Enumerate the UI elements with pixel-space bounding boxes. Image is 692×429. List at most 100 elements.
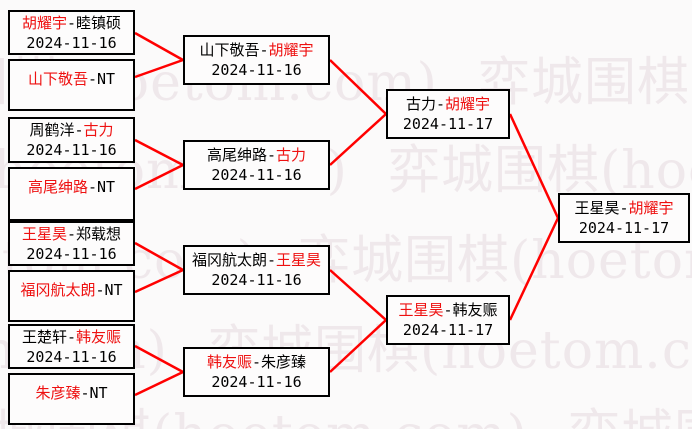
player2-name: 胡耀宇 [628,199,674,217]
player1-name: 朱彦臻 [35,384,81,402]
connector-line [508,113,560,219]
match-date: 2024-11-16 [26,141,117,159]
match-date: 2024-11-17 [402,321,494,339]
match-box-r1m6: 福冈航太朗-NT [8,270,135,322]
player1-name: 王星昊 [21,224,67,243]
player2-name: NT [96,178,116,196]
player2-name: 胡耀宇 [268,41,314,59]
connector-line [134,163,184,191]
match-date: 2024-11-16 [211,271,302,289]
player2-name: 韩友赈 [76,327,122,346]
player1-name: 高尾绅路 [206,146,267,164]
match-box-r1m7: 王楚轩-韩友赈 2024-11-16 [8,324,135,369]
players-separator: - [74,121,84,139]
match-players: 福冈航太朗-王星昊 [192,250,321,270]
connector-line [329,59,387,115]
connector-line [134,344,184,374]
match-box-r2m3: 福冈航太朗-王星昊 2024-11-16 [183,245,330,295]
player2-name: 韩友赈 [452,301,498,319]
match-date: 2024-11-16 [211,373,302,391]
match-box-r2m1: 山下敬吾-胡耀宇 2024-11-16 [183,35,330,85]
player1-name: 高尾绅路 [27,178,88,196]
connector-line [134,31,184,62]
match-box-r3m2: 王星昊-韩友赈 2024-11-17 [386,295,510,345]
match-players: 王星昊-郑载想 [22,224,121,244]
match-box-r2m2: 高尾绅路-古力 2024-11-16 [183,140,330,190]
connector-line [508,217,560,321]
player1-name: 王星昊 [398,301,444,319]
player1-name: 韩友赈 [206,353,252,371]
connector-line [134,138,184,167]
players-separator: - [259,41,269,59]
players-separator: - [95,281,105,299]
match-box-r1m8: 朱彦臻-NT [8,373,135,425]
match-box-r1m4: 高尾绅路-NT [8,167,135,221]
players-separator: - [266,251,277,269]
players-separator: - [66,13,77,32]
match-box-final: 王星昊-胡耀宇 2024-11-17 [558,193,690,243]
match-box-r1m3: 周鹤洋-古力 2024-11-16 [8,117,135,163]
match-players: 高尾绅路-古力 [207,145,306,165]
match-players: 山下敬吾-胡耀宇 [199,40,313,60]
match-date: 2024-11-16 [211,61,302,79]
match-players: 王星昊-韩友赈 [398,300,497,320]
match-date: 2024-11-16 [26,347,117,366]
match-date: 2024-11-16 [211,166,302,184]
connector-line [134,58,184,79]
match-players: 胡耀宇-睦镇硕 [22,13,121,33]
players-separator: - [443,301,453,319]
player2-name: NT [96,70,116,88]
match-players: 王楚轩-韩友赈 [22,327,121,347]
match-players: 周鹤洋-古力 [29,120,113,140]
player2-name: 古力 [276,146,307,164]
player1-name: 周鹤洋 [29,121,75,139]
match-players: 王星昊-胡耀宇 [574,198,673,218]
match-box-r1m2: 山下敬吾-NT [8,59,135,111]
player2-name: 古力 [83,121,114,139]
players-separator: - [66,224,77,243]
connector-line [134,241,184,272]
player1-name: 福冈航太朗 [191,251,267,269]
player1-name: 山下敬吾 [199,41,260,59]
match-players: 古力-胡耀宇 [406,94,490,114]
connector-line [134,268,184,294]
match-players: 福冈航太朗-NT [20,280,122,300]
connector-line [329,269,387,321]
players-separator: - [266,146,277,164]
player2-name: 朱彦臻 [261,353,307,371]
players-separator: - [66,327,77,346]
player2-name: NT [104,281,123,299]
players-separator: - [87,178,97,196]
match-date: 2024-11-17 [402,115,494,133]
players-separator: - [87,70,97,88]
player2-name: 胡耀宇 [445,95,491,113]
match-players: 韩友赈-朱彦臻 [207,352,306,372]
connector-line [134,370,184,397]
players-separator: - [80,384,90,402]
match-players: 山下敬吾-NT [28,69,115,89]
player1-name: 王楚轩 [21,327,67,346]
match-box-r1m1: 胡耀宇-睦镇硕 2024-11-16 [8,10,135,55]
connector-line [329,113,387,166]
match-date: 2024-11-16 [26,244,117,263]
players-separator: - [435,95,446,113]
match-date: 2024-11-16 [26,33,117,52]
players-separator: - [619,199,629,217]
player1-name: 胡耀宇 [21,13,67,32]
match-box-r2m4: 韩友赈-朱彦臻 2024-11-16 [183,347,330,397]
match-box-r1m5: 王星昊-郑载想 2024-11-16 [8,221,135,266]
player2-name: NT [89,384,108,402]
match-box-r3m1: 古力-胡耀宇 2024-11-17 [386,89,510,139]
player2-name: 睦镇硕 [76,13,122,32]
match-players: 朱彦臻-NT [35,383,107,403]
player1-name: 山下敬吾 [27,70,88,88]
player2-name: 郑载想 [76,224,122,243]
player2-name: 王星昊 [276,251,322,269]
player1-name: 福冈航太朗 [20,281,96,299]
player1-name: 古力 [405,95,436,113]
connector-line [329,319,387,373]
player1-name: 王星昊 [574,199,620,217]
match-players: 高尾绅路-NT [28,177,115,197]
